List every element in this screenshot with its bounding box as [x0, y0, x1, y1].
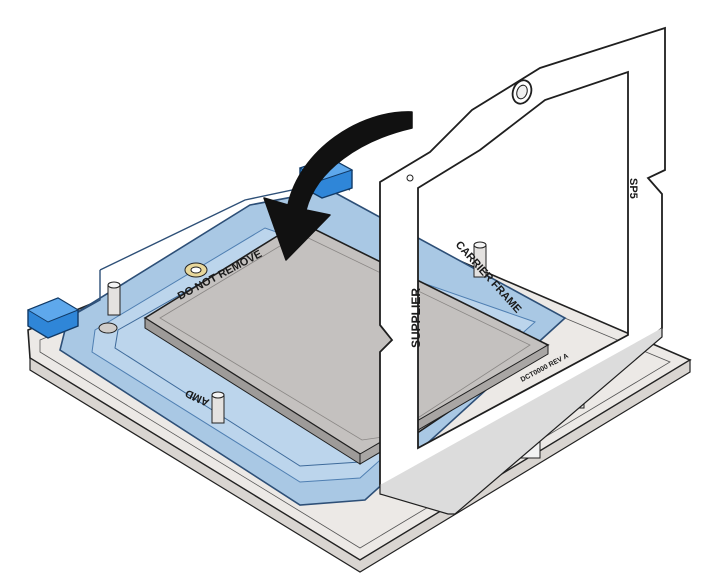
- sp5-label: SP5: [627, 178, 639, 199]
- rotating-frame: SUPPLIER SP5: [379, 26, 666, 515]
- post: [473, 241, 487, 278]
- screw-gold: [184, 262, 208, 278]
- post: [211, 391, 225, 424]
- supplier-label: SUPPLIER: [409, 288, 423, 348]
- blue-tab-left: [26, 297, 80, 339]
- rotate-down-icon: [263, 111, 413, 261]
- post: [98, 281, 121, 334]
- processor-chip: [143, 221, 550, 465]
